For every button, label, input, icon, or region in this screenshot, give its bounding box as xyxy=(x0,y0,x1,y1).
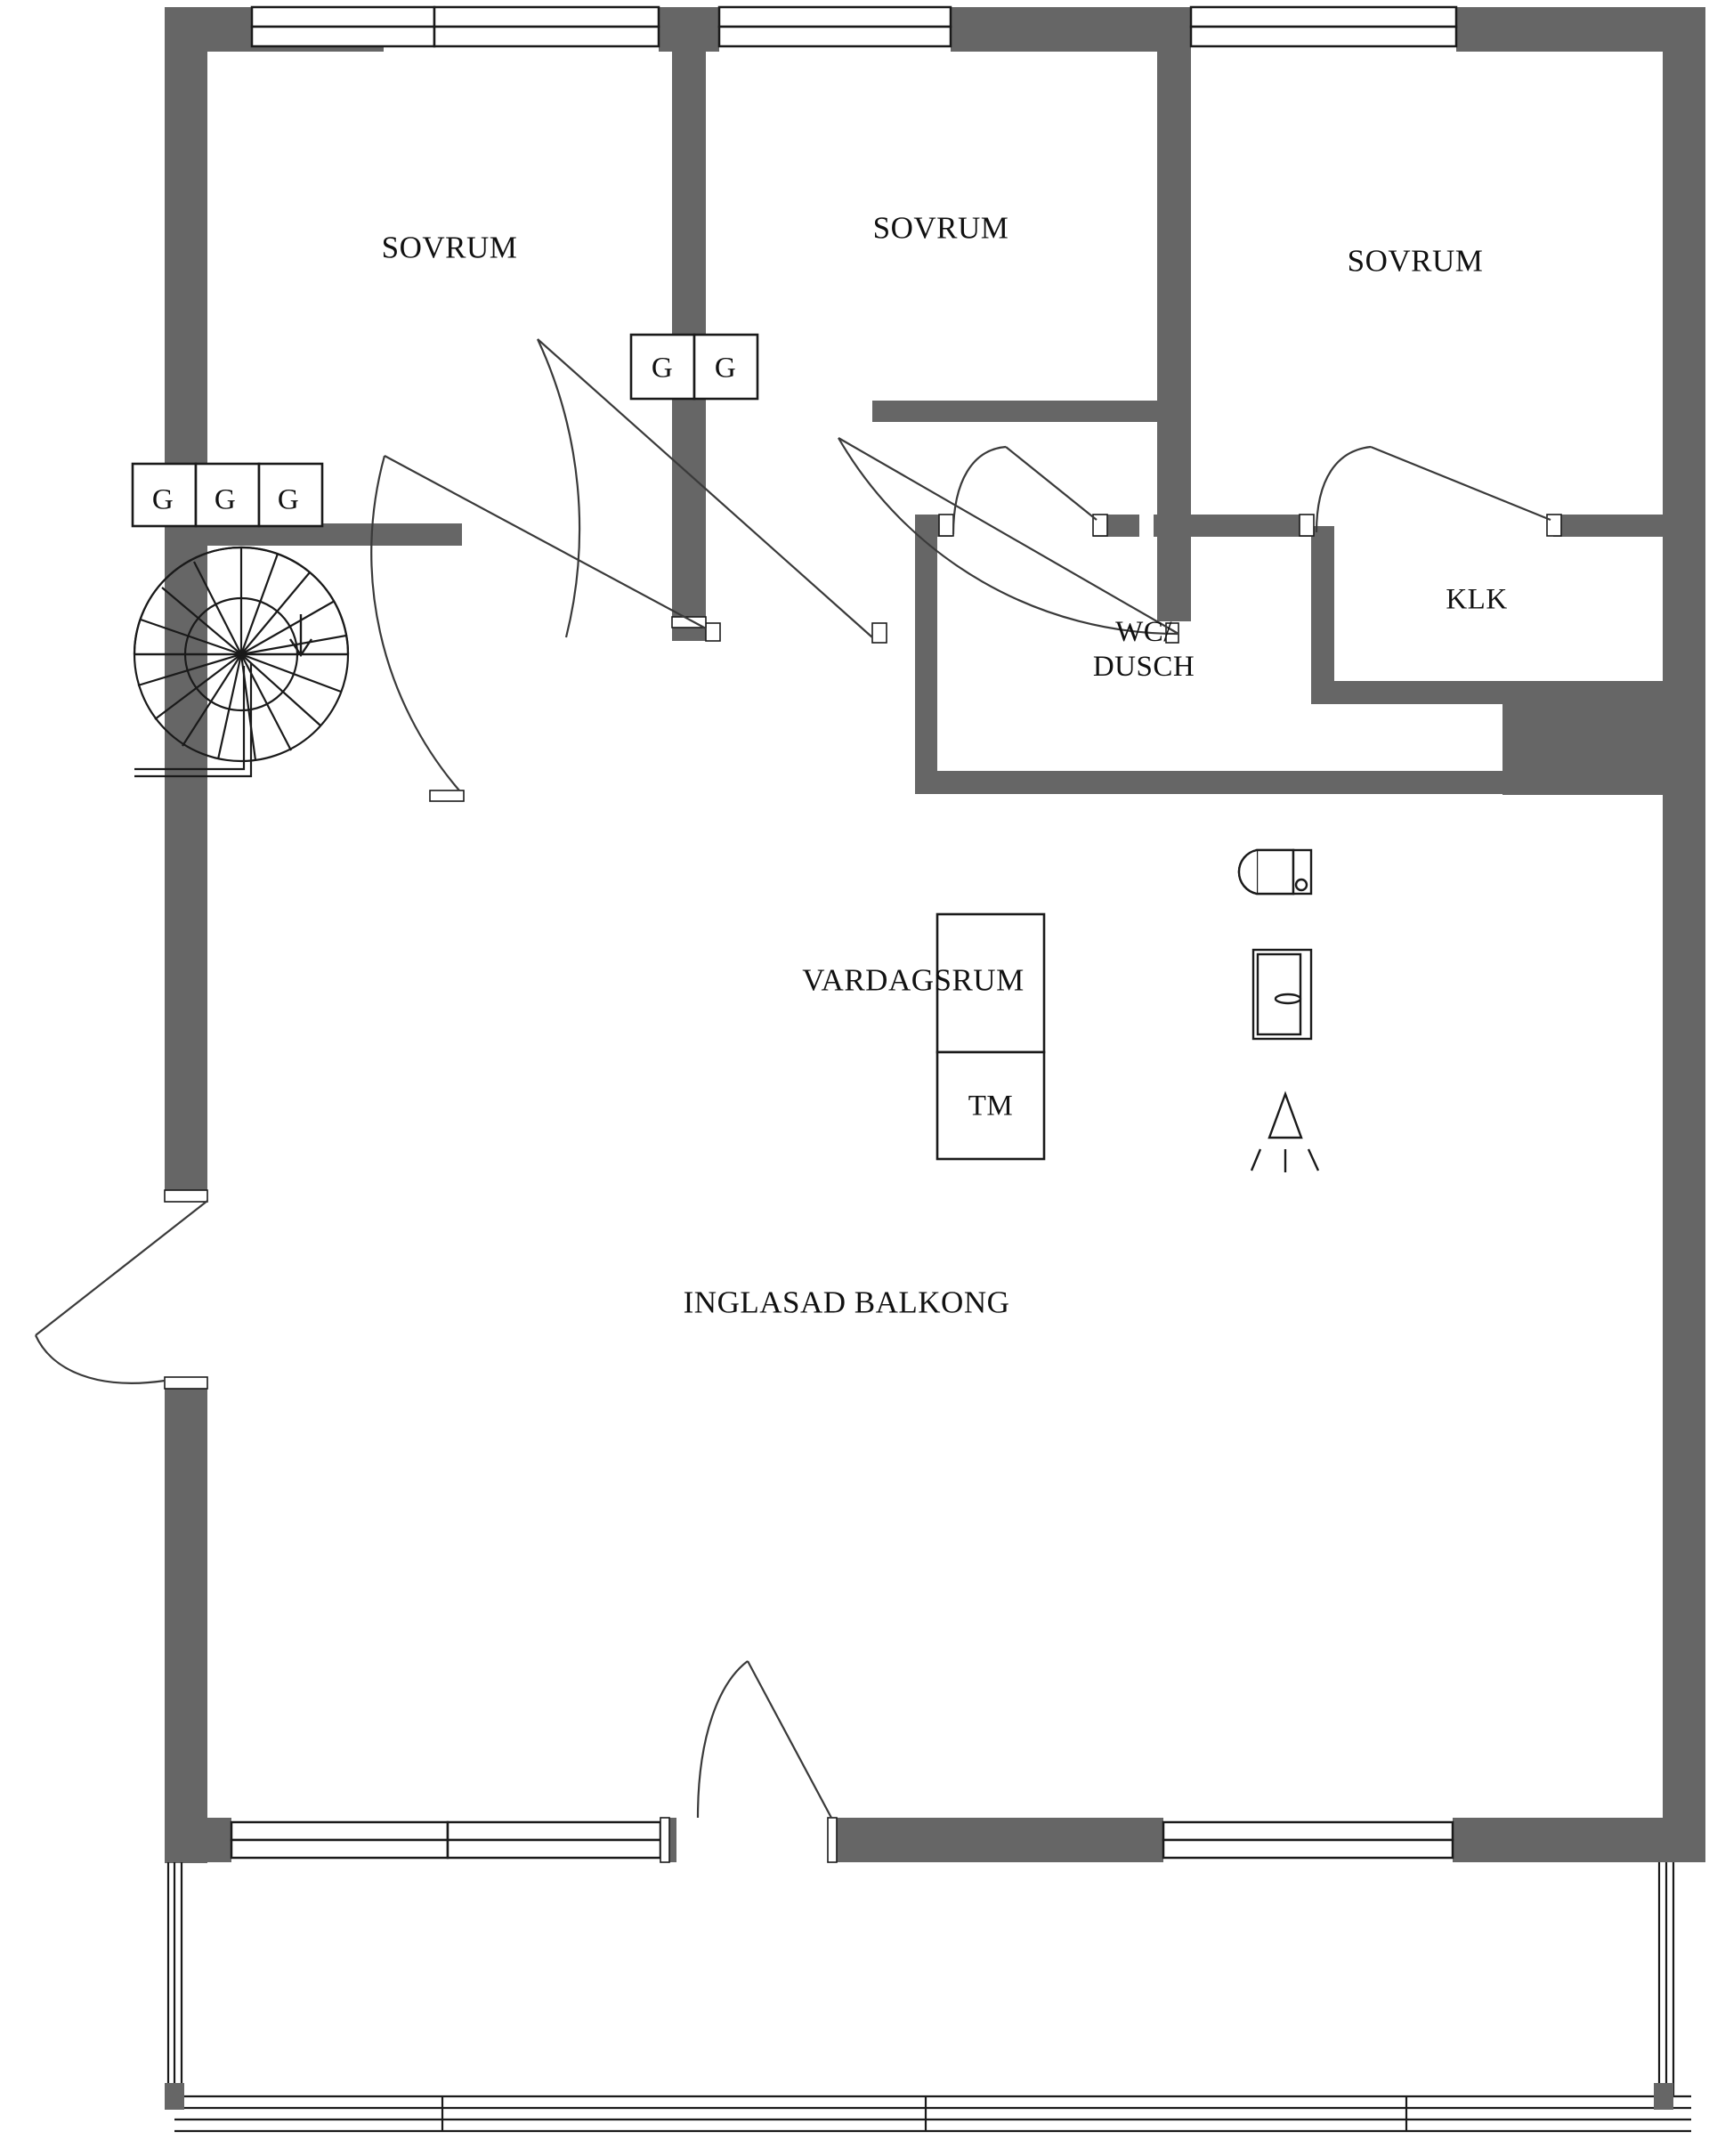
door-arc-sovrum2-leaf xyxy=(537,338,873,638)
door-arc-wc-line xyxy=(1005,446,1097,521)
light-ray-right xyxy=(1307,1148,1320,1171)
stair-treads xyxy=(134,547,348,761)
window-top-3-pane-upper xyxy=(1189,5,1458,28)
window-bottom-1-pane-upper xyxy=(230,1820,450,1842)
appliance-label-tm: TM xyxy=(968,1090,1014,1123)
closet-label-g-left-3: G xyxy=(277,483,300,516)
room-label-sovrum-3: SOVRUM xyxy=(1347,243,1484,279)
washing-machine-box xyxy=(935,1050,1046,1161)
closet-g-mid-2 xyxy=(693,333,759,401)
closet-label-g-left-1: G xyxy=(151,483,174,516)
toilet-flush-button xyxy=(1294,878,1308,892)
door-arc-sovrum1-swing xyxy=(370,455,460,791)
ext-wall-bottom-right xyxy=(1453,1818,1705,1862)
door-arc-sovrum2-swing xyxy=(537,338,581,638)
window-bottom-2-pane-upper xyxy=(446,1820,662,1842)
closet-label-g-mid-1: G xyxy=(651,352,674,385)
door-arc-klk-line xyxy=(1370,445,1551,522)
ext-wall-bottom-mid xyxy=(834,1818,1163,1862)
ext-wall-left-lower xyxy=(165,1378,207,1863)
int-wall-wc-top-c xyxy=(1154,515,1314,537)
window-bottom-3-pane-lower xyxy=(1162,1838,1454,1860)
window-top-1b-pane-upper xyxy=(433,5,660,28)
window-top-1-pane-upper xyxy=(250,5,436,28)
door-arc-sovrum3-leaf xyxy=(838,437,1179,635)
light-ray-left xyxy=(1250,1148,1262,1171)
int-wall-wc-bottom xyxy=(915,771,1502,794)
ext-wall-top-pier-b xyxy=(951,7,1191,52)
room-label-klk: KLK xyxy=(1446,583,1508,616)
int-wall-alcove-right xyxy=(1502,681,1663,795)
closet-g-left-2 xyxy=(194,462,261,528)
wc-fixtures-layer xyxy=(1237,848,1313,1041)
jamb-sov2-door-right xyxy=(871,622,887,644)
window-bottom-3-pane-upper xyxy=(1162,1820,1454,1842)
closet-g-left-3 xyxy=(257,462,324,528)
closet-g-mid-1 xyxy=(629,333,696,401)
jamb-balcony-left xyxy=(660,1817,670,1863)
jamb-balcony-right xyxy=(827,1817,838,1863)
stair-rail-outer xyxy=(134,663,253,778)
door-arc-sovrum3-swing xyxy=(838,437,1179,636)
room-label-wc-dusch: WC/ DUSCH xyxy=(1092,616,1195,683)
door-arc-balcony-line xyxy=(747,1660,832,1819)
stair-rail-inner xyxy=(134,666,246,771)
window-top-2a-pane-upper xyxy=(717,5,952,28)
jamb-wc-door-left xyxy=(938,514,954,537)
light-cone xyxy=(1268,1090,1303,1139)
door-arc-balcony-swing xyxy=(696,1660,749,1819)
window-top-1b-pane-lower xyxy=(433,25,660,48)
int-wall-sov2-bottom xyxy=(872,401,1191,422)
jamb-sov2-door-left xyxy=(705,622,721,642)
ext-wall-left-upper xyxy=(165,7,207,1200)
room-label-sovrum-2: SOVRUM xyxy=(872,210,1009,246)
ext-wall-bottom-left xyxy=(165,1818,231,1862)
window-bottom-1-pane-lower xyxy=(230,1838,450,1860)
jamb-entry-bottom xyxy=(164,1376,208,1390)
int-wall-sov1-sov2 xyxy=(672,7,706,621)
laundry-column xyxy=(935,912,1046,1161)
balcony-post-right xyxy=(1654,2083,1673,2110)
ceiling-light-symbol xyxy=(1250,1090,1320,1172)
room-label-inglasad-balkong: INGLASAD BALKONG xyxy=(683,1285,1010,1320)
jamb-klk-door-right xyxy=(1546,514,1562,537)
room-label-vardagsrum: VARDAGSRUM xyxy=(802,962,1025,998)
toilet-bowl-body xyxy=(1255,848,1295,896)
closets-layer xyxy=(131,333,759,528)
window-top-1-pane-lower xyxy=(250,25,436,48)
toilet-bowl-round xyxy=(1237,848,1258,896)
door-arc-entry-leaf xyxy=(35,1200,208,1336)
room-label-sovrum-1: SOVRUM xyxy=(381,230,518,265)
spiral-staircase xyxy=(133,546,350,778)
int-wall-klk-top-right xyxy=(1553,515,1663,537)
sink-basin-handle xyxy=(1274,993,1302,1005)
door-arc-entry-swing xyxy=(34,1334,166,1384)
window-bottom-2-pane-lower xyxy=(446,1838,662,1860)
closet-label-g-left-2: G xyxy=(214,483,237,516)
jamb-entry-top xyxy=(164,1189,208,1203)
int-wall-klk-bottom xyxy=(1311,681,1521,704)
windows-layer xyxy=(230,5,1458,1860)
int-wall-wc-left xyxy=(915,515,937,792)
int-wall-wc-klk xyxy=(1311,526,1334,692)
window-top-3-pane-lower xyxy=(1189,25,1458,48)
door-arc-wc-swing xyxy=(952,445,1007,535)
stair-arrow-head xyxy=(289,638,312,658)
closet-label-g-mid-2: G xyxy=(714,352,737,385)
jamb-klk-door-left xyxy=(1299,514,1315,537)
door-arc-sovrum1-leaf xyxy=(384,455,707,629)
ext-wall-right xyxy=(1663,7,1705,1861)
balcony-glazing xyxy=(165,1862,1691,2133)
jamb-sov1-door-bot xyxy=(429,790,465,802)
window-top-2a-pane-lower xyxy=(717,25,952,48)
door-arc-klk-swing xyxy=(1315,445,1372,533)
door-arcs-accurate xyxy=(34,338,1551,1819)
balcony-post-left xyxy=(165,2083,184,2110)
